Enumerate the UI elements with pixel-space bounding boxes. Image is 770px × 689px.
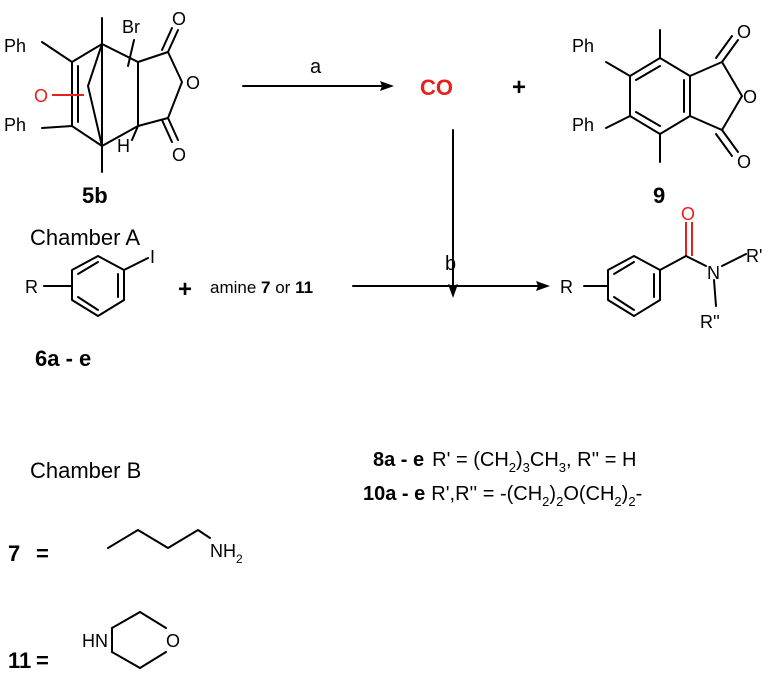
- carbonyl-oxygen: O: [681, 204, 695, 224]
- phenyl-label: Ph: [572, 115, 594, 135]
- phenyl-label: Ph: [572, 36, 594, 56]
- arrow-a: [242, 81, 394, 91]
- iodine-label: I: [150, 247, 155, 267]
- arrow-co-transfer: [448, 129, 458, 298]
- equals-sign: =: [36, 541, 49, 566]
- butylamine-structure: [107, 529, 211, 549]
- phenyl-label: Ph: [4, 115, 26, 135]
- ketone-oxygen: O: [34, 86, 48, 106]
- oxygen-label: O: [737, 22, 751, 42]
- oxygen-label: O: [172, 145, 186, 165]
- oxygen-label: O: [737, 152, 751, 172]
- morpholine-structure: [111, 611, 167, 669]
- amine-reagent: amine 7 or 11: [210, 278, 313, 297]
- oxygen-label: O: [743, 87, 757, 107]
- compound-6: [43, 255, 149, 317]
- step-label: b: [445, 253, 456, 275]
- r-double-prime-label: R'': [700, 312, 720, 332]
- r-group-label: R: [25, 277, 38, 297]
- carbon-monoxide: CO: [420, 75, 453, 100]
- compound-5b: [41, 17, 183, 173]
- amine-group-label: NH2: [210, 541, 243, 566]
- nh-label: HN: [82, 631, 108, 651]
- step-label: a: [310, 56, 322, 78]
- nitrogen-label: N: [707, 263, 720, 283]
- r-prime-label: R': [746, 246, 762, 266]
- plus-sign: +: [512, 74, 526, 101]
- plus-sign: +: [178, 276, 192, 303]
- compound-number: 7: [8, 541, 20, 566]
- hydrogen-label: H: [117, 136, 130, 156]
- equals-sign: =: [36, 648, 49, 673]
- r-group-label: R: [560, 277, 573, 297]
- chamber-label: Chamber A: [30, 225, 140, 250]
- compound-9: [605, 29, 743, 163]
- oxygen-label: O: [186, 73, 200, 93]
- compound-number: 5b: [82, 183, 108, 208]
- oxygen-label: O: [172, 9, 186, 29]
- product-amide: [583, 222, 747, 317]
- phenyl-label: Ph: [4, 36, 26, 56]
- chamber-label: Chamber B: [30, 458, 141, 483]
- compound-number: 11: [8, 648, 31, 673]
- bromine-label: Br: [122, 17, 140, 37]
- compound-number: 9: [653, 183, 665, 208]
- arrow-b: [352, 281, 550, 291]
- oxygen-label: O: [166, 631, 180, 651]
- compound-number: 6a - e: [35, 346, 91, 371]
